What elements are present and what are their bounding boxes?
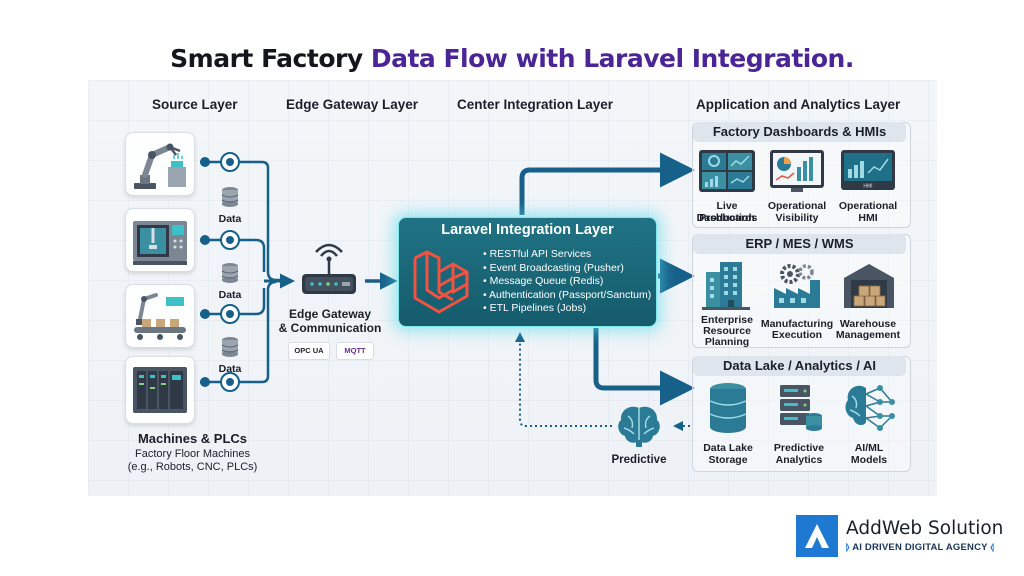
tagline-arrow-right-icon: ⦉ bbox=[987, 542, 995, 553]
laravel-item-rest: RESTful API Services bbox=[483, 248, 651, 262]
predictive-label: Predictive bbox=[611, 454, 667, 466]
conveyor-robot-icon bbox=[134, 293, 186, 340]
addweb-logo-icon bbox=[796, 515, 838, 557]
data-label-2: Data bbox=[218, 289, 242, 301]
manufacturing-gears-icon bbox=[774, 264, 820, 308]
layer-heading-source: Source Layer bbox=[152, 97, 238, 112]
tagline-arrow-left-icon: ⦊ bbox=[846, 542, 853, 553]
hmi-icon: HMI bbox=[841, 150, 895, 190]
erp-section-title: ERP / MES / WMS bbox=[693, 234, 906, 254]
feedback-arrow-laravel bbox=[515, 332, 612, 427]
data-label-3: Data bbox=[218, 363, 242, 375]
dashboard-item-2-line-1: Operational bbox=[767, 200, 827, 212]
title-part-2: Data Flow with bbox=[370, 44, 584, 73]
database-icon-3 bbox=[221, 337, 239, 357]
node-2 bbox=[200, 230, 240, 250]
enterprise-building-icon bbox=[702, 262, 750, 310]
analytics-item-3-line-2: Models bbox=[850, 454, 888, 466]
node-4 bbox=[200, 372, 240, 392]
erp-item-2-line-2: Execution bbox=[771, 329, 823, 341]
machines-subtitle-1: Factory Floor Machines bbox=[135, 448, 250, 460]
laravel-title: Laravel Integration Layer bbox=[441, 222, 614, 238]
predictive-analytics-server-icon bbox=[780, 385, 822, 431]
connector-machine-4 bbox=[200, 280, 277, 384]
robot-arm-icon bbox=[134, 143, 186, 189]
node-3 bbox=[200, 304, 240, 324]
connector-machine-2 bbox=[200, 238, 266, 272]
dashboard-item-2-line-2: Visibility bbox=[775, 212, 819, 224]
brand-tagline-text: AI DRIVEN DIGITAL AGENCY bbox=[852, 542, 988, 553]
conveyor-robot-tile bbox=[125, 284, 195, 348]
database-icon-2 bbox=[221, 263, 239, 283]
operational-visibility-icon bbox=[770, 150, 824, 192]
dashboard-item-3-line-1: Operational bbox=[838, 200, 898, 212]
layer-heading-center: Center Integration Layer bbox=[457, 97, 614, 112]
dashboard-item-1-line-1: Live Production bbox=[699, 200, 755, 224]
laravel-item-broadcast: Event Broadcasting (Pusher) bbox=[483, 262, 651, 276]
database-icon-1 bbox=[221, 187, 239, 207]
robot-arm-tile bbox=[125, 132, 195, 196]
data-lake-storage-icon bbox=[709, 383, 747, 433]
hmi-screen-text: HMI bbox=[863, 184, 872, 190]
node-circles bbox=[200, 152, 240, 392]
analytics-item-3-line-1: AI/ML bbox=[854, 442, 884, 454]
router-icon bbox=[302, 243, 356, 294]
erp-item-2-line-1: Manufacturing bbox=[760, 318, 834, 330]
ai-ml-brain-network-icon bbox=[845, 385, 895, 431]
erp-item-3-line-1: Warehouse bbox=[839, 318, 897, 330]
dashboard-item-3-line-2: HMI bbox=[858, 212, 878, 224]
erp-item-1-line-3: Planning bbox=[704, 336, 750, 348]
laravel-service-list: RESTful API Services Event Broadcasting … bbox=[483, 248, 651, 316]
node-1 bbox=[200, 152, 240, 172]
laravel-item-queue: Message Queue (Redis) bbox=[483, 275, 651, 289]
arrow-to-analytics bbox=[593, 328, 695, 406]
plc-cabinet-icon bbox=[133, 367, 187, 413]
edge-gateway-label-2: & Communication bbox=[278, 321, 382, 335]
live-dashboard-icon bbox=[699, 150, 755, 192]
dashboard-item-1-line-2: Dashboards bbox=[696, 212, 758, 224]
layer-heading-app: Application and Analytics Layer bbox=[696, 97, 901, 112]
analytics-item-2-line-2: Analytics bbox=[775, 454, 823, 466]
erp-item-3-line-2: Management bbox=[835, 329, 901, 341]
laravel-item-etl: ETL Pipelines (Jobs) bbox=[483, 302, 651, 316]
title-part-1: Smart Factory bbox=[170, 44, 371, 73]
laravel-logo-icon bbox=[413, 250, 469, 314]
dashboards-section-title: Factory Dashboards & HMIs bbox=[693, 122, 906, 142]
cnc-machine-icon bbox=[133, 221, 187, 265]
laravel-item-auth: Authentication (Passport/Sanctum) bbox=[483, 289, 651, 303]
brand-name: AddWeb Solution bbox=[846, 518, 1004, 539]
brand-tagline: ⦊ AI DRIVEN DIGITAL AGENCY ⦉ bbox=[846, 542, 994, 553]
connector-machine-3 bbox=[200, 288, 266, 316]
laravel-integration-box: Laravel Integration Layer RESTful API Se… bbox=[398, 217, 657, 327]
opc-ua-badge: OPC UA bbox=[288, 342, 330, 360]
analytics-item-1-line-2: Storage bbox=[708, 454, 748, 466]
warehouse-icon bbox=[844, 264, 894, 308]
cnc-machine-tile bbox=[125, 208, 195, 272]
opc-ua-label: OPC UA bbox=[294, 346, 324, 355]
brain-icon bbox=[618, 406, 660, 447]
analytics-item-1-line-1: Data Lake bbox=[703, 442, 753, 454]
data-label-1: Data bbox=[218, 213, 242, 225]
erp-item-1-line-2: Resource bbox=[703, 325, 751, 337]
machines-subtitle-2: (e.g., Robots, CNC, PLCs) bbox=[127, 461, 258, 473]
edge-gateway-label-1: Edge Gateway bbox=[288, 307, 372, 321]
mqtt-badge: MQTT bbox=[336, 342, 374, 360]
erp-item-1-line-1: Enterprise bbox=[701, 314, 753, 326]
analytics-section-title: Data Lake / Analytics / AI bbox=[693, 356, 906, 376]
arrow-to-dashboards bbox=[519, 152, 695, 215]
page-title: Smart Factory Data Flow with Laravel Int… bbox=[0, 44, 1024, 73]
analytics-item-2-line-1: Predictive bbox=[773, 442, 825, 454]
title-part-3: Laravel Integration. bbox=[583, 44, 854, 73]
machines-title: Machines & PLCs bbox=[137, 431, 248, 446]
layer-heading-edge: Edge Gateway Layer bbox=[286, 97, 419, 112]
mqtt-label: MQTT bbox=[344, 346, 366, 355]
plc-cabinet-tile bbox=[125, 356, 195, 424]
